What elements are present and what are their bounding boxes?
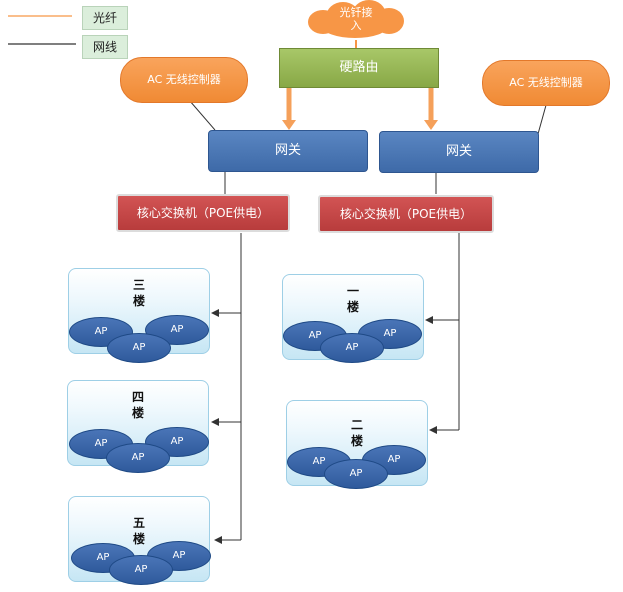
floor-2-box: 二楼 AP AP AP — [286, 400, 428, 489]
floor-1-ap-center: AP — [320, 333, 384, 363]
fiber-arrow-left — [282, 120, 296, 130]
hard-router: 硬路由 — [279, 48, 439, 88]
fiber-arrow-right — [424, 120, 438, 130]
floor-2-char2: 楼 — [350, 434, 363, 448]
fiber-access-label-line2: 入 — [350, 19, 362, 32]
floor-5-char1: 五 — [132, 516, 145, 530]
gateway-right: 网关 — [379, 131, 539, 173]
gateway-right-label: 网关 — [445, 144, 472, 159]
gateway-left: 网关 — [208, 130, 368, 172]
floor-2-ap-center: AP — [324, 459, 388, 489]
core-switch-right: 核心交换机（POE供电） — [318, 195, 494, 233]
floor-3-char2: 楼 — [132, 294, 145, 308]
fiber-access-label-line1: 光钎接 — [339, 6, 373, 19]
floor-5-ap-center: AP — [109, 555, 173, 585]
ac-controller-right-label: AC 无线控制器 — [509, 76, 583, 89]
legend-fiber-label: 光纤 — [82, 6, 128, 30]
legend-cable-label: 网线 — [82, 35, 128, 59]
floor-3-ap-center: AP — [107, 333, 171, 363]
ac-controller-left: AC 无线控制器 — [120, 57, 248, 103]
core-switch-left-label: 核心交换机（POE供电） — [136, 206, 270, 220]
floor-2-char1: 二 — [350, 418, 363, 432]
ac-controller-right: AC 无线控制器 — [482, 60, 610, 106]
floor-3-box: 三楼 AP AP AP — [68, 268, 210, 363]
floor-4-char2: 楼 — [131, 406, 144, 420]
core-switch-left: 核心交换机（POE供电） — [116, 194, 290, 232]
floor-1-char1: 一 — [346, 284, 359, 298]
router-label: 硬路由 — [339, 60, 379, 75]
floor-3-char1: 三 — [132, 278, 145, 292]
floor-5-char2: 楼 — [132, 532, 145, 546]
floor-5-box: 五楼 AP AP AP — [68, 496, 211, 585]
gateway-left-label: 网关 — [274, 143, 301, 158]
floor-1-char2: 楼 — [346, 300, 359, 314]
floor-4-ap-center: AP — [106, 443, 170, 473]
core-switch-right-label: 核心交换机（POE供电） — [339, 207, 473, 221]
ac-controller-left-label: AC 无线控制器 — [147, 73, 221, 86]
floor-1-box: 一楼 AP AP AP — [282, 274, 424, 363]
floor-4-box: 四楼 AP AP AP — [67, 380, 209, 473]
floor-4-char1: 四 — [131, 390, 144, 404]
fiber-access-cloud: 光钎接 入 — [308, 0, 404, 40]
